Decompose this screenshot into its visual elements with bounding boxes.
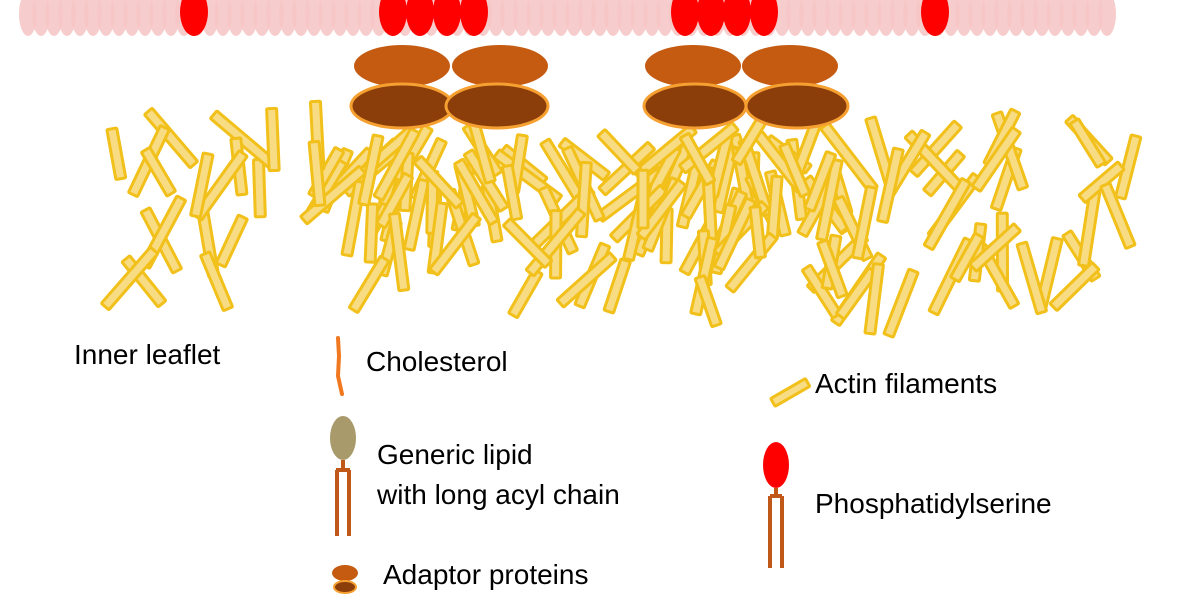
phosphatidylserine-head	[750, 0, 778, 36]
actin-filament	[863, 262, 885, 336]
generic-lipid-legend-label-line2: with long acyl chain	[377, 479, 620, 510]
actin-filament	[968, 222, 1022, 273]
actin-filament	[602, 257, 632, 315]
actin-filament	[189, 151, 215, 219]
actin-filament	[851, 184, 878, 261]
actin-filament	[453, 157, 500, 227]
phosphatidylserine-head	[460, 0, 488, 36]
actin-filament	[402, 177, 430, 252]
actin-filament	[143, 107, 199, 169]
actin-filament	[375, 171, 414, 230]
actin-filament	[555, 251, 618, 309]
actin-filament	[100, 246, 159, 311]
phosphatidylserine-cluster-row	[180, 0, 949, 36]
membrane-lipid-head	[1098, 0, 1116, 36]
actin-filament	[507, 267, 544, 319]
actin-filament	[363, 202, 380, 264]
actin-filament	[265, 106, 281, 173]
actin-filament	[500, 163, 524, 222]
actin-filament	[693, 274, 723, 329]
adaptor-protein-upper-icon	[332, 565, 358, 581]
phosphatidylserine-head	[180, 0, 208, 36]
phosphatidylserine-head	[921, 0, 949, 36]
adaptor-protein-lower	[444, 82, 550, 130]
phosphatidylserine-head	[671, 0, 699, 36]
actin-filament	[199, 250, 234, 312]
actin-filament	[1068, 117, 1107, 169]
actin-filament	[412, 155, 465, 210]
actin-filament	[140, 146, 177, 198]
adaptor-protein-upper	[452, 45, 548, 87]
actin-filament	[816, 238, 849, 300]
adaptor-protein-lower	[349, 82, 455, 130]
phosphatidylserine-head	[697, 0, 725, 36]
actin-filament	[502, 217, 554, 269]
actin-filament	[908, 119, 963, 178]
actin-filament	[387, 211, 411, 293]
actin-filament	[803, 150, 837, 213]
actin-filament	[778, 141, 812, 199]
actin-filament	[105, 126, 128, 181]
actin-filament	[1114, 133, 1143, 201]
actin-filament	[372, 127, 421, 202]
generic-lipid-legend-label-line1: Generic lipid	[377, 439, 533, 470]
generic-lipid-head-icon	[330, 416, 356, 460]
cholesterol-legend-label: Cholesterol	[366, 346, 508, 377]
adaptor-protein-upper	[645, 45, 741, 87]
actin-filament	[214, 213, 249, 269]
adaptor-protein-upper	[354, 45, 450, 87]
phosphatidylserine-head	[379, 0, 407, 36]
inner-leaflet-label: Inner leaflet	[74, 339, 221, 370]
actin-filament	[1015, 240, 1048, 316]
cholesterol-legend-icon	[335, 336, 344, 396]
actin-filament	[348, 254, 391, 314]
phosphatidylserine-head-icon	[763, 442, 789, 488]
actin-filament	[251, 157, 267, 219]
actin-filament	[922, 177, 972, 251]
actin-filament	[713, 196, 757, 272]
phosphatidylserine-legend-label: Phosphatidylserine	[815, 488, 1052, 519]
phosphatidylserine-head	[433, 0, 461, 36]
adaptor-protein-upper	[742, 45, 838, 87]
actin-filament	[635, 178, 688, 241]
phosphatidylserine-tail-icon	[768, 488, 784, 568]
generic-lipid-tail-icon	[335, 460, 351, 536]
actin-filament	[678, 132, 717, 187]
phosphatidylserine-head	[406, 0, 434, 36]
actin-filaments-legend-label: Actin filaments	[815, 368, 998, 399]
actin-filament	[1077, 189, 1102, 268]
actin-filament	[882, 267, 920, 339]
actin-filament	[299, 164, 367, 226]
actin-filament	[970, 126, 1022, 193]
actin-filament	[1099, 181, 1137, 250]
actin-filament	[1048, 261, 1101, 312]
actin-filament	[876, 146, 905, 224]
legend-symbols	[330, 336, 811, 594]
adaptor-protein-lower-icon	[333, 580, 357, 594]
actin-filament	[748, 205, 767, 260]
adaptor-proteins-legend-label: Adaptor proteins	[383, 559, 589, 590]
actin-filament-network	[100, 97, 1143, 339]
actin-filament	[428, 211, 482, 277]
adaptor-protein-lower	[642, 82, 748, 130]
adaptor-protein-clusters	[349, 45, 850, 130]
phosphatidylserine-head	[723, 0, 751, 36]
actin-filament	[357, 133, 385, 207]
adaptor-protein-lower	[744, 82, 850, 130]
actin-filament	[307, 139, 327, 208]
actin-filament-legend-icon	[769, 377, 811, 408]
actin-filament	[949, 231, 985, 283]
actin-filament	[636, 168, 650, 230]
